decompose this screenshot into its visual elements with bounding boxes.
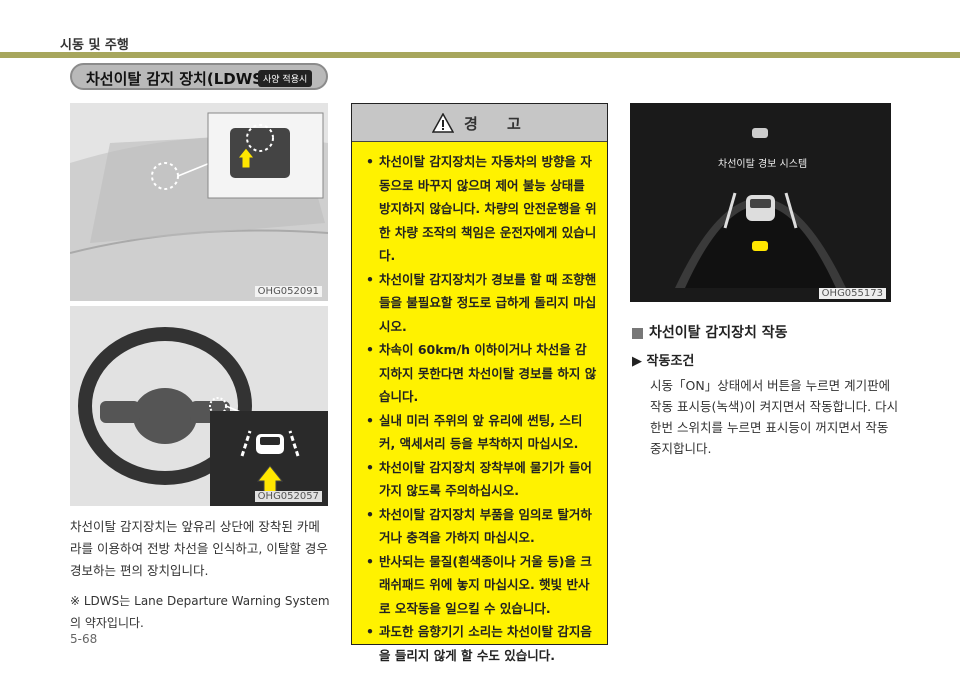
warning-item: 과도한 음향기기 소리는 차선이탈 감지음을 들리지 않게 할 수도 있습니다. [366,620,598,667]
windshield-photo: OHG052091 [70,103,328,301]
section-title: 차선이탈 감지 장치(LDWS) [86,70,270,88]
description-text: 차선이탈 감지장치는 앞유리 상단에 장착된 카메라를 이용하여 전방 차선을 … [70,519,328,578]
lane-car-icon [752,128,768,138]
warning-item: 차선이탈 감지장치는 자동차의 방향을 자동으로 바꾸지 않으며 제어 불능 상… [366,150,598,268]
warning-item: 차속이 60km/h 이하이거나 차선을 감지하지 못한다면 차선이탈 경보를 … [366,338,598,409]
page-number: 5-68 [70,632,98,646]
operation-heading-text: 차선이탈 감지장치 작동 [649,325,788,341]
note-text: ※ LDWS는 Lane Departure Warning System의 약… [70,594,330,630]
warning-item: 반사되는 물질(흰색종이나 거울 등)을 크래쉬패드 위에 놓지 마십시오. 햇… [366,550,598,621]
cluster-screen-label: 차선이탈 경보 시스템 [718,159,808,170]
operation-subheading: ▶ 작동조건 [632,350,694,369]
header-rule [0,52,960,58]
warning-triangle-icon [432,113,454,133]
warning-title: 경 고 [464,115,533,133]
page-header: 시동 및 주행 [0,0,960,58]
warning-item: 실내 미러 주위의 앞 유리에 썬팅, 스티커, 액세서리 등을 부착하지 마십… [366,409,598,456]
cluster-illustration [630,103,891,302]
warning-item: 차선이탈 감지장치 부품을 임의로 탈거하거나 충격을 가하지 마십시오. [366,503,598,550]
square-bullet-icon [632,327,643,339]
warning-item: 차선이탈 감지장치 장착부에 물기가 들어가지 않도록 주의하십시오. [366,456,598,503]
chapter-title: 시동 및 주행 [60,38,129,53]
operation-heading: 차선이탈 감지장치 작동 [632,322,788,342]
operation-subheading-text: 작동조건 [646,354,695,369]
cluster-display-photo: 차선이탈 경보 시스템 OHG055173 [630,103,891,302]
warning-box: 경 고 차선이탈 감지장치는 자동차의 방향을 자동으로 바꾸지 않으며 제어 … [351,103,608,663]
warning-item: 차선이탈 감지장치가 경보를 할 때 조향핸들을 불필요할 정도로 급하게 돌리… [366,268,598,339]
figure-code: OHG052091 [254,286,322,297]
operation-description: 시동「ON」상태에서 버튼을 누르면 계기판에 작동 표시등(녹색)이 켜지면서… [650,378,899,456]
abbreviation-note: ※ LDWS는 Lane Departure Warning System의 약… [70,590,330,634]
ldws-description: 차선이탈 감지장치는 앞유리 상단에 장착된 카메라를 이용하여 전방 차선을 … [70,516,330,582]
lane-indicator-icon [752,241,768,251]
arrow-up-icon [236,147,256,169]
arrow-up-icon [256,465,284,499]
windshield-illustration [70,103,328,301]
warning-header: 경 고 [352,104,607,142]
steering-photo: OHG052057 [70,306,328,506]
figure-code: OHG052057 [254,491,322,502]
option-badge: 사양 적용시 [258,70,313,87]
warning-list: 차선이탈 감지장치는 자동차의 방향을 자동으로 바꾸지 않으며 제어 불능 상… [366,150,598,667]
triangle-bullet-icon: ▶ [632,354,647,369]
lane-car-icon [240,430,300,457]
figure-code: OHG055173 [818,288,886,299]
steering-illustration [70,306,328,506]
section-title-pill: 차선이탈 감지 장치(LDWS) 사양 적용시 [70,63,328,90]
